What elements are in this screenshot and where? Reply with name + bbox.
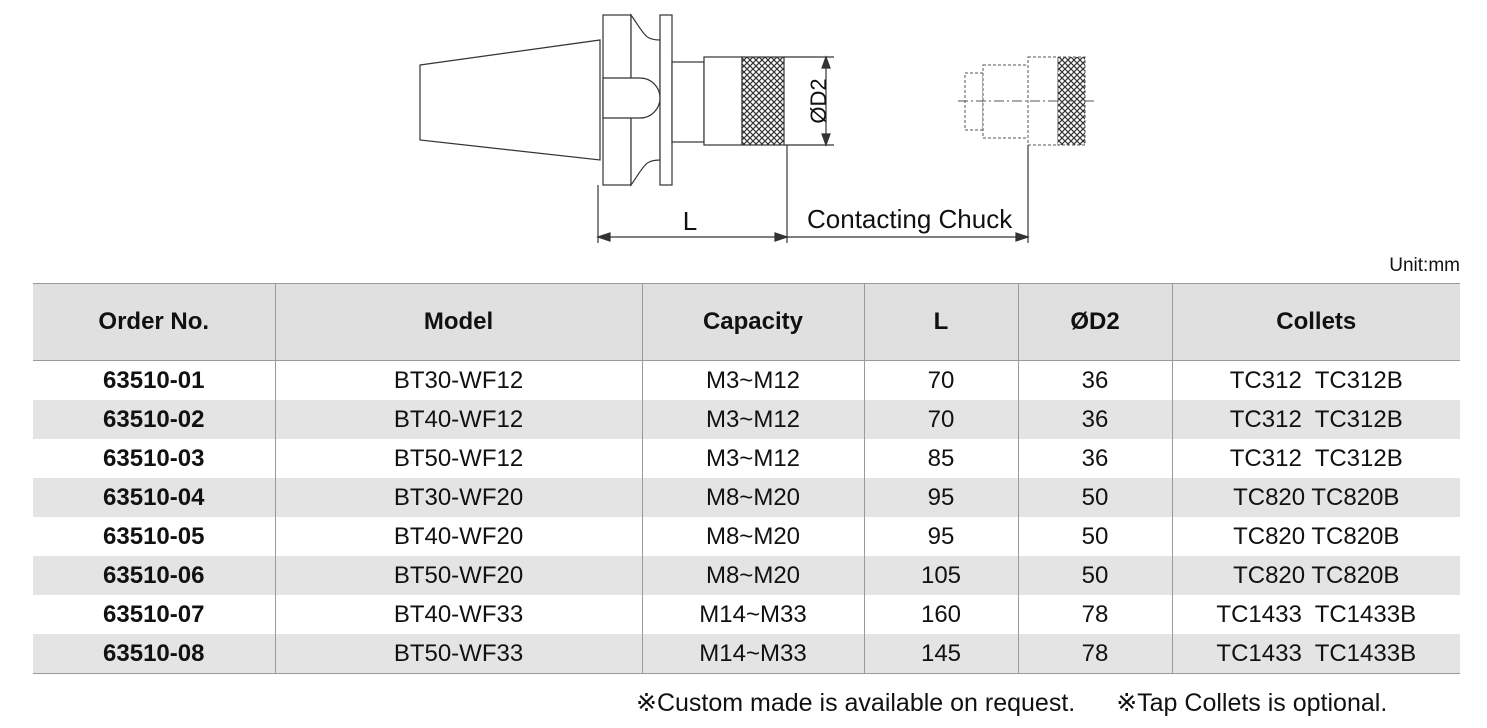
- cell-l: 145: [863, 634, 1018, 674]
- d2-dimension: [821, 55, 831, 147]
- header-order-no: Order No.: [33, 283, 275, 361]
- cell-l: 160: [863, 595, 1018, 634]
- cell-collets: TC312 TC312B: [1171, 360, 1460, 400]
- table-row: 63510-02 BT40-WF12 M3~M12 70 36 TC312 TC…: [33, 400, 1460, 439]
- cell-l: 85: [863, 439, 1018, 478]
- contacting-chuck: [958, 56, 1095, 146]
- l-dimension: [596, 145, 1030, 243]
- tool-holder-body: [419, 13, 834, 187]
- cell-collets: TC820 TC820B: [1171, 556, 1460, 595]
- cell-d2: 36: [1017, 439, 1172, 478]
- cell-order-no: 63510-06: [33, 556, 275, 595]
- cell-collets: TC820 TC820B: [1171, 478, 1460, 517]
- cell-capacity: M3~M12: [641, 400, 864, 439]
- table-row: 63510-04 BT30-WF20 M8~M20 95 50 TC820 TC…: [33, 478, 1460, 517]
- header-d2: ØD2: [1017, 283, 1172, 361]
- unit-label: Unit:mm: [1389, 255, 1460, 276]
- cell-order-no: 63510-08: [33, 634, 275, 674]
- cell-order-no: 63510-02: [33, 400, 275, 439]
- spec-table: Order No. Model Capacity L ØD2 Collets 6…: [33, 283, 1460, 674]
- cell-model: BT50-WF12: [274, 439, 642, 478]
- cell-capacity: M14~M33: [641, 634, 864, 674]
- tool-holder-drawing: ØD2 L Contacting Chuck: [419, 13, 1095, 243]
- cell-capacity: M8~M20: [641, 517, 864, 556]
- cell-model: BT40-WF20: [274, 517, 642, 556]
- cell-l: 95: [863, 517, 1018, 556]
- cell-model: BT50-WF20: [274, 556, 642, 595]
- contacting-chuck-label: Contacting Chuck: [807, 204, 1013, 234]
- cell-l: 70: [863, 400, 1018, 439]
- cell-l: 105: [863, 556, 1018, 595]
- cell-model: BT30-WF20: [274, 478, 642, 517]
- cell-d2: 50: [1017, 478, 1172, 517]
- cell-collets: TC1433 TC1433B: [1171, 634, 1460, 674]
- cell-d2: 50: [1017, 556, 1172, 595]
- cell-collets: TC312 TC312B: [1171, 400, 1460, 439]
- cell-capacity: M3~M12: [641, 360, 864, 400]
- cell-order-no: 63510-01: [103, 366, 205, 394]
- cell-collets: TC820 TC820B: [1171, 517, 1460, 556]
- cell-model: BT40-WF33: [274, 595, 642, 634]
- d2-label: ØD2: [806, 78, 831, 123]
- note-custom: ※Custom made is available on request.: [636, 689, 1076, 717]
- cell-order-no: 63510-03: [103, 444, 205, 472]
- note-tap-collets: ※Tap Collets is optional.: [1116, 689, 1388, 717]
- l-label: L: [683, 206, 697, 236]
- cell-capacity: M14~M33: [641, 595, 864, 634]
- cell-l: 95: [863, 478, 1018, 517]
- header-collets: Collets: [1171, 283, 1460, 361]
- cell-order-no: 63510-05: [103, 522, 205, 550]
- cell-order-no: 63510-07: [103, 600, 205, 628]
- table-row: 63510-07 BT40-WF33 M14~M33 160 78 TC1433…: [33, 595, 1460, 634]
- table-row: 63510-01 BT30-WF12 M3~M12 70 36 TC312 TC…: [33, 360, 1460, 400]
- table-row: 63510-06 BT50-WF20 M8~M20 105 50 TC820 T…: [33, 556, 1460, 595]
- footnotes: ※Custom made is available on request. ※T…: [636, 688, 1387, 718]
- cell-collets: TC1433 TC1433B: [1171, 595, 1460, 634]
- cell-model: BT40-WF12: [274, 400, 642, 439]
- cell-l: 70: [863, 360, 1018, 400]
- cell-d2: 78: [1017, 634, 1172, 674]
- cell-capacity: M3~M12: [641, 439, 864, 478]
- header-l: L: [863, 283, 1018, 361]
- cell-collets: TC312 TC312B: [1171, 439, 1460, 478]
- table-row: 63510-05 BT40-WF20 M8~M20 95 50 TC820 TC…: [33, 517, 1460, 556]
- table-header-row: Order No. Model Capacity L ØD2 Collets: [33, 283, 1460, 361]
- cell-d2: 36: [1017, 400, 1172, 439]
- table-row: 63510-03 BT50-WF12 M3~M12 85 36 TC312 TC…: [33, 439, 1460, 478]
- table-row: 63510-08 BT50-WF33 M14~M33 145 78 TC1433…: [33, 634, 1460, 674]
- header-capacity: Capacity: [641, 283, 864, 361]
- cell-model: BT50-WF33: [274, 634, 642, 674]
- cell-d2: 78: [1017, 595, 1172, 634]
- cell-d2: 36: [1017, 360, 1172, 400]
- header-model: Model: [274, 283, 642, 361]
- cell-order-no: 63510-04: [33, 478, 275, 517]
- cell-capacity: M8~M20: [641, 556, 864, 595]
- cell-capacity: M8~M20: [641, 478, 864, 517]
- cell-model: BT30-WF12: [274, 360, 642, 400]
- cell-d2: 50: [1017, 517, 1172, 556]
